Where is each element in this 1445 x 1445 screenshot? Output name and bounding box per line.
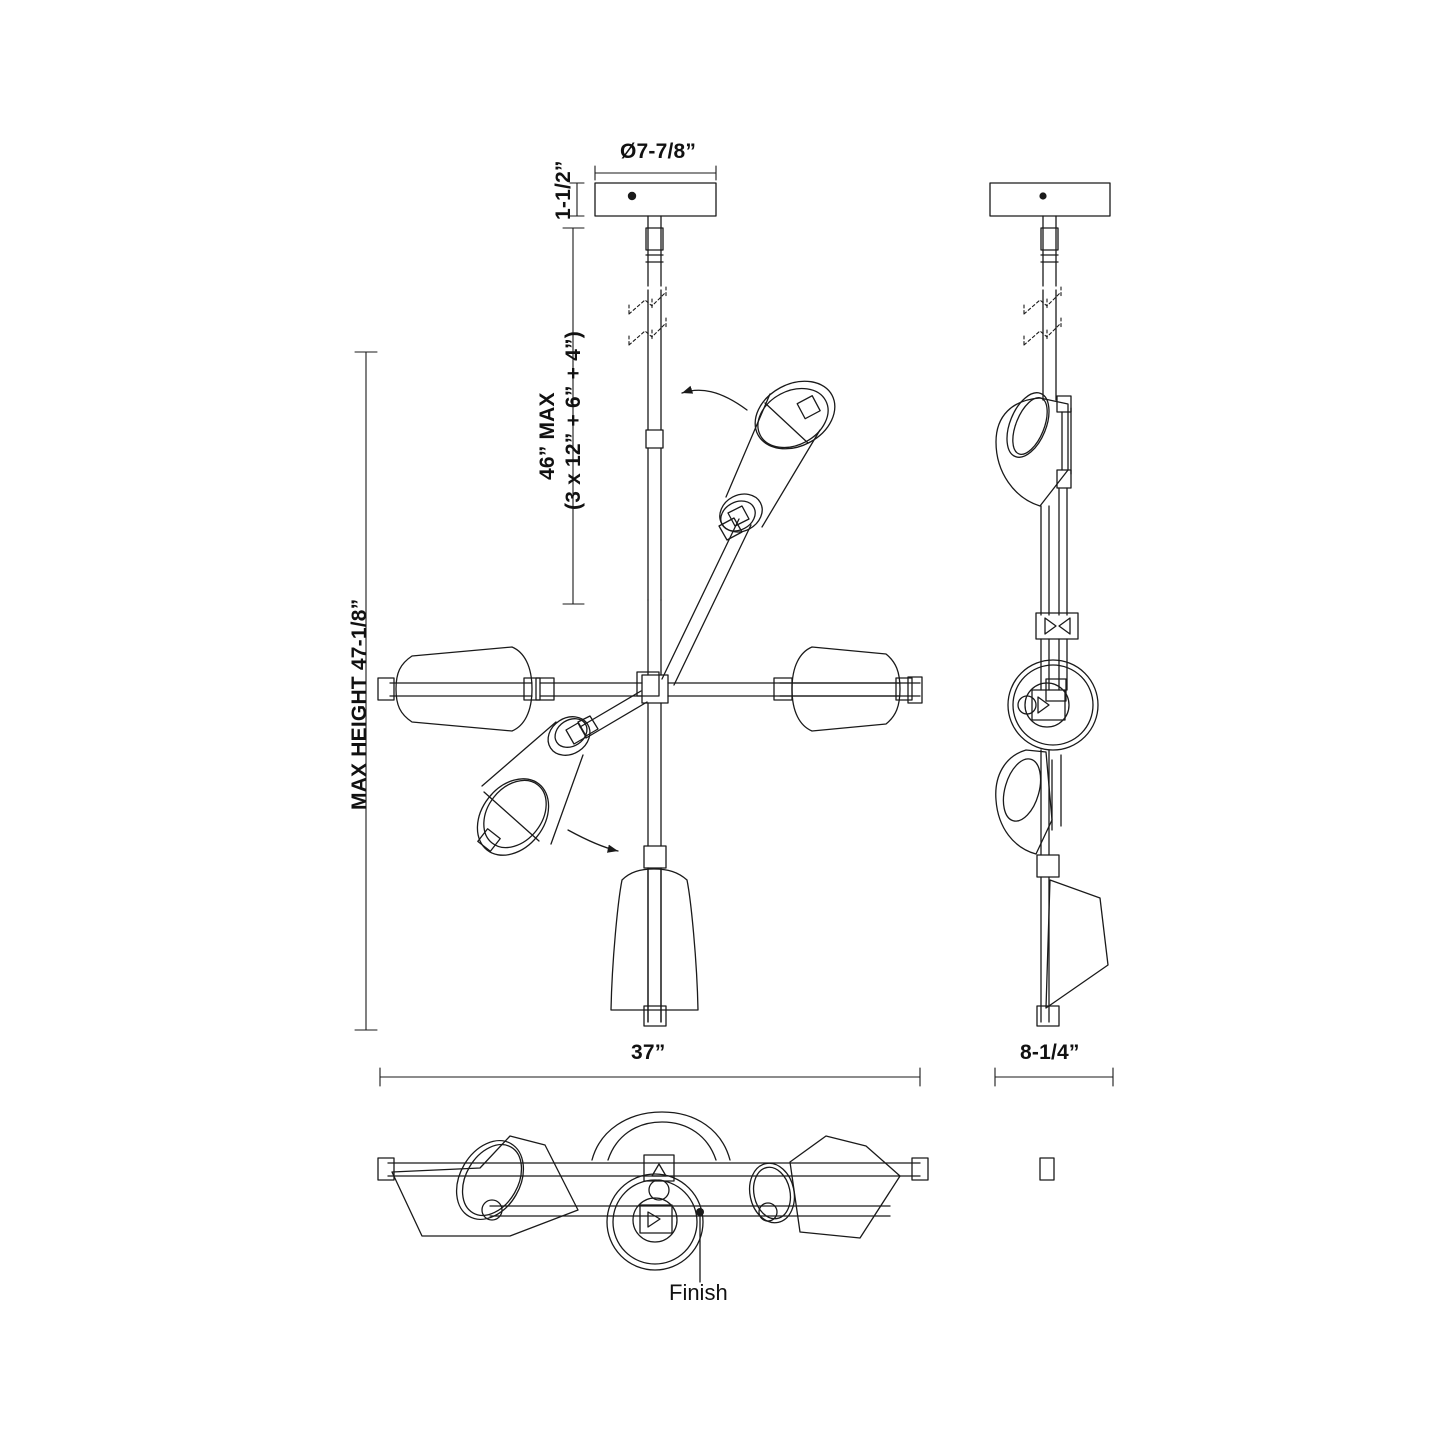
side-canopy [989, 182, 1111, 217]
arm-left [535, 677, 643, 701]
dim-overall-width [379, 1067, 921, 1087]
side-shade-upper [995, 392, 1072, 507]
finish-leader-line [696, 1208, 704, 1283]
downrod-upper [645, 215, 664, 287]
dim-canopy-height [569, 182, 585, 217]
lower-stem [643, 702, 667, 1027]
side-rods-lower [1040, 638, 1068, 691]
side-shade-bottom-wedge [1045, 879, 1109, 1009]
plan-shade-left [391, 1135, 579, 1237]
shade-bottom [610, 867, 699, 1023]
dim-side-depth [994, 1067, 1114, 1087]
dim-label-overall-width: 37” [631, 1041, 666, 1064]
dim-label-downrod-breakdown: (3 x 12” + 6” + 4”) [562, 331, 585, 510]
shade-right [773, 646, 913, 732]
side-shade-lower [995, 749, 1062, 855]
plan-cone-arcs [591, 1111, 731, 1161]
canopy-plate [594, 182, 717, 217]
dim-canopy-diameter [594, 165, 717, 181]
shade-left [377, 646, 541, 732]
side-rods-mid [1040, 487, 1068, 616]
bottom-plan-view [377, 1111, 1055, 1283]
plan-center-hub [606, 1154, 704, 1271]
adjust-arrow-upper [681, 385, 748, 411]
dim-max-height [354, 351, 378, 1031]
plan-main-bar [377, 1157, 1055, 1181]
side-downrod-upper [1040, 215, 1059, 287]
plan-shade-right [748, 1135, 901, 1239]
adjust-arrow-lower [567, 829, 619, 853]
dim-label-side-depth: 8-1/4” [1020, 1041, 1080, 1064]
front-elevation-view [377, 182, 1067, 1027]
dim-label-max-height: MAX HEIGHT 47-1/8” [348, 598, 371, 810]
arm-upper-right [636, 505, 752, 697]
dim-label-canopy-diameter: Ø7-7/8” [620, 140, 697, 163]
dim-label-downrod-max: 46” MAX [536, 392, 559, 480]
dim-label-canopy-height: 1-1/2” [552, 160, 575, 220]
arm-lower-left [565, 690, 648, 745]
shade-lower-left [476, 716, 591, 856]
finish-callout-label: Finish [669, 1280, 728, 1305]
center-hub [641, 599, 669, 704]
arm-right [667, 676, 1067, 704]
side-elevation-view [989, 182, 1111, 1027]
shade-upper-right [719, 380, 836, 533]
downrod-mid [645, 289, 664, 601]
plan-secondary-bar [489, 1205, 891, 1217]
side-hub-disc [1007, 659, 1099, 751]
side-joint-block [1035, 612, 1079, 640]
side-lower-stem [1036, 749, 1060, 1027]
dim-downrod-max [562, 227, 585, 605]
side-downrod-mid [1042, 289, 1057, 401]
